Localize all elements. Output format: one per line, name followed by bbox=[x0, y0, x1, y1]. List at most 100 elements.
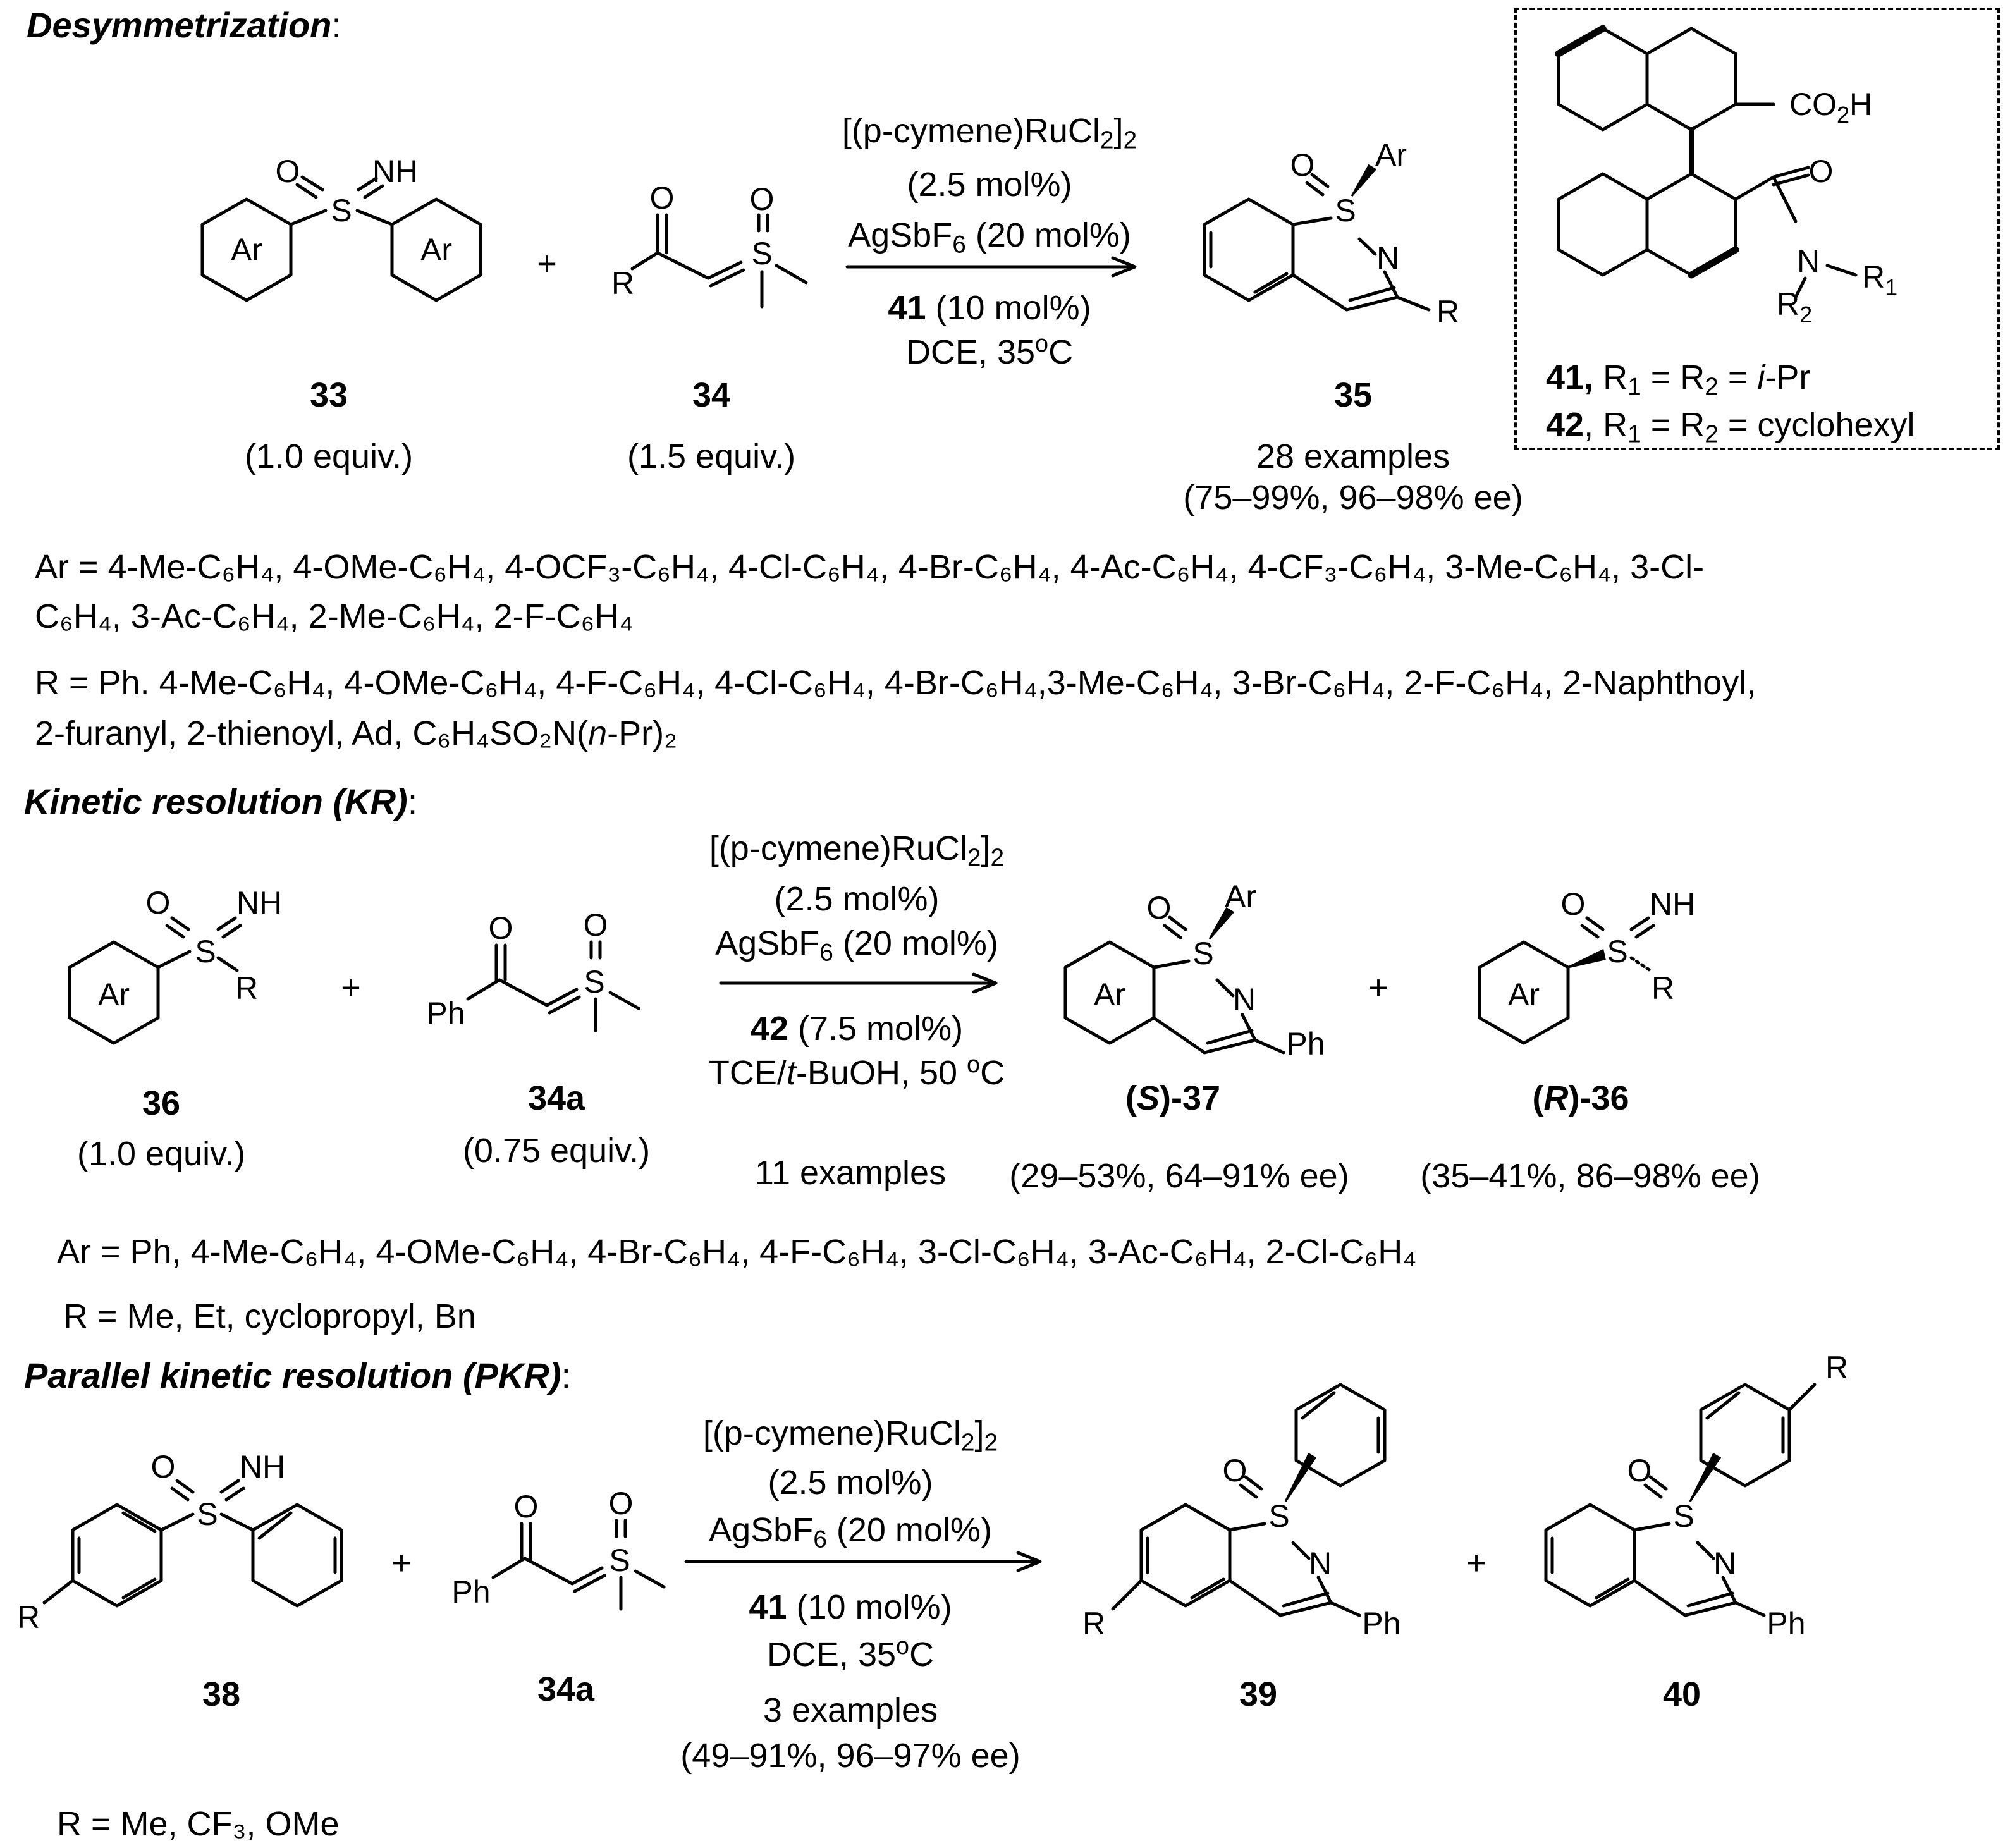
svg-text:O: O bbox=[1809, 154, 1834, 189]
carboxylic-acid-label: CO2H bbox=[1789, 87, 1872, 128]
svg-text:O: O bbox=[146, 885, 171, 921]
svg-text:S: S bbox=[1335, 193, 1356, 228]
svg-text:Ph: Ph bbox=[426, 996, 465, 1031]
section-title-desymmetrization: Desymmetrization: bbox=[27, 5, 341, 45]
pkr-catalyst-loading: (2.5 mol%) bbox=[768, 1464, 933, 1502]
svg-text:R: R bbox=[1082, 1606, 1105, 1641]
section-title-parallel-kinetic-resolution: Parallel kinetic resolution (PKR): bbox=[24, 1355, 572, 1395]
svg-text:S: S bbox=[197, 1496, 218, 1532]
ligand-loading: 41 (10 mol%) bbox=[888, 289, 1091, 327]
svg-text:NH: NH bbox=[236, 885, 282, 921]
compound-34a-equiv: (0.75 equiv.) bbox=[462, 1132, 651, 1170]
compound-35-examples: 28 examples bbox=[1256, 438, 1450, 475]
r2-label: R2 bbox=[1777, 286, 1812, 327]
compound-36-equiv: (1.0 equiv.) bbox=[77, 1135, 246, 1173]
svg-text:+: + bbox=[1368, 969, 1388, 1007]
svg-text:O: O bbox=[151, 1449, 176, 1484]
svg-text:O: O bbox=[489, 910, 513, 946]
desym-ar-scope-line-1: Ar = 4-Me-C₆H₄, 4-OMe-C₆H₄, 4-OCF₃-C₆H₄,… bbox=[35, 548, 1705, 586]
compound-33-equiv: (1.0 equiv.) bbox=[244, 438, 414, 475]
svg-text:NH: NH bbox=[372, 154, 418, 189]
pkr-ligand-loading: 41 (10 mol%) bbox=[749, 1588, 952, 1626]
compound-40-label: 40 bbox=[1662, 1675, 1701, 1713]
pkr-yield: (49–91%, 96–97% ee) bbox=[680, 1737, 1020, 1775]
compound-35-label: 35 bbox=[1333, 376, 1373, 414]
svg-text:Ar: Ar bbox=[420, 232, 452, 267]
svg-text:N: N bbox=[1233, 982, 1256, 1017]
compound-33-label: 33 bbox=[309, 376, 348, 414]
svg-text:Ar: Ar bbox=[231, 232, 262, 267]
svg-text:O: O bbox=[609, 1486, 634, 1521]
svg-text:Ar: Ar bbox=[1094, 977, 1125, 1012]
compound-r36-label: (R)-36 bbox=[1532, 1079, 1629, 1117]
compound-39-structure: S O N Ph R bbox=[1082, 1383, 1401, 1641]
compound-r36-yield: (35–41%, 86–98% ee) bbox=[1420, 1157, 1760, 1195]
compound-s37-structure: S O Ar N Ph Ar bbox=[1063, 879, 1325, 1062]
svg-text:S: S bbox=[195, 934, 216, 969]
svg-text:O: O bbox=[1223, 1453, 1247, 1488]
svg-text:Ph: Ph bbox=[451, 1574, 490, 1610]
compound-34a-pkr-label: 34a bbox=[537, 1670, 595, 1708]
svg-text:Ar: Ar bbox=[1375, 137, 1407, 173]
svg-text:O: O bbox=[276, 154, 300, 189]
svg-text:O: O bbox=[1627, 1453, 1652, 1488]
ligand-42-definition: 42, R1 = R2 = cyclohexyl bbox=[1546, 406, 1915, 448]
compound-36-label: 36 bbox=[142, 1084, 181, 1122]
svg-text:N: N bbox=[1309, 1546, 1332, 1581]
svg-text:Ph: Ph bbox=[1767, 1606, 1805, 1641]
compound-38-label: 38 bbox=[202, 1675, 241, 1713]
svg-text:NH: NH bbox=[240, 1449, 285, 1484]
svg-text:S: S bbox=[1673, 1498, 1694, 1534]
svg-text:O: O bbox=[750, 181, 775, 217]
svg-text:Ar: Ar bbox=[98, 977, 130, 1012]
svg-text:R: R bbox=[1437, 294, 1459, 329]
catalyst-loading: (2.5 mol%) bbox=[907, 166, 1072, 204]
svg-text:R: R bbox=[611, 266, 634, 301]
pkr-r-scope: R = Me, CF₃, OMe bbox=[57, 1805, 340, 1843]
pkr-additive-label: AgSbF6 (20 mol%) bbox=[709, 1511, 992, 1553]
svg-text:R: R bbox=[1652, 970, 1674, 1006]
svg-text:R: R bbox=[1825, 1350, 1848, 1385]
r1-label: R1 bbox=[1862, 259, 1897, 300]
catalyst-label: [(p-cymene)RuCl2]2 bbox=[842, 112, 1137, 154]
compound-35-yield: (75–99%, 96–98% ee) bbox=[1183, 479, 1523, 517]
svg-text:O: O bbox=[514, 1489, 539, 1524]
compound-34-label: 34 bbox=[692, 376, 731, 414]
desym-r-scope-line-2: 2-furanyl, 2-thienoyl, Ad, C₆H₄SO₂N(n-Pr… bbox=[35, 714, 678, 752]
compound-34a-pkr-structure: Ph O O S bbox=[451, 1486, 666, 1611]
kr-additive-label: AgSbF6 (20 mol%) bbox=[715, 924, 998, 967]
kr-catalyst-label: [(p-cymene)RuCl2]2 bbox=[709, 829, 1005, 872]
compound-35-structure: S O Ar N R bbox=[1203, 137, 1459, 329]
svg-text:R: R bbox=[235, 970, 258, 1006]
compound-34a-kr-structure: Ph O O S bbox=[426, 907, 640, 1032]
compound-34-equiv: (1.5 equiv.) bbox=[627, 438, 796, 475]
svg-text:Ph: Ph bbox=[1286, 1026, 1325, 1062]
svg-text:NH: NH bbox=[1650, 886, 1695, 922]
svg-text:+: + bbox=[537, 245, 557, 283]
compound-36-structure: S O NH R Ar bbox=[68, 885, 282, 1045]
svg-text:O: O bbox=[650, 180, 675, 216]
compound-34a-label: 34a bbox=[527, 1079, 585, 1117]
svg-text:N: N bbox=[1797, 243, 1820, 279]
kr-ligand-loading: 42 (7.5 mol%) bbox=[750, 1010, 964, 1048]
compound-s37-yield: (29–53%, 64–91% ee) bbox=[1009, 1157, 1349, 1195]
desym-ar-scope-line-2: C₆H₄, 3-Ac-C₆H₄, 2-Me-C₆H₄, 2-F-C₆H₄ bbox=[35, 597, 634, 635]
svg-text:N: N bbox=[1376, 240, 1399, 276]
svg-text:+: + bbox=[391, 1544, 412, 1582]
solvent-temperature: DCE, 35oC bbox=[905, 331, 1074, 371]
svg-text:O: O bbox=[584, 907, 608, 943]
svg-text:S: S bbox=[1607, 934, 1627, 969]
pkr-solvent-temperature: DCE, 35oC bbox=[766, 1633, 935, 1674]
kr-examples: 11 examples bbox=[754, 1154, 947, 1192]
svg-text:+: + bbox=[341, 969, 361, 1007]
svg-text:Ar: Ar bbox=[1508, 977, 1540, 1012]
compound-38-structure: S O NH R bbox=[17, 1449, 343, 1635]
ligand-41-definition: 41, R1 = R2 = i-Pr bbox=[1546, 358, 1811, 401]
svg-text:Ph: Ph bbox=[1362, 1606, 1400, 1641]
ligand-structure: CO2H O N R1 R2 bbox=[1555, 25, 1897, 327]
ligand-box bbox=[1514, 8, 2000, 450]
compound-r36-structure: S O NH R Ar bbox=[1478, 886, 1695, 1045]
pkr-catalyst-label: [(p-cymene)RuCl2]2 bbox=[702, 1414, 998, 1457]
section-title-kinetic-resolution: Kinetic resolution (KR): bbox=[24, 781, 418, 821]
